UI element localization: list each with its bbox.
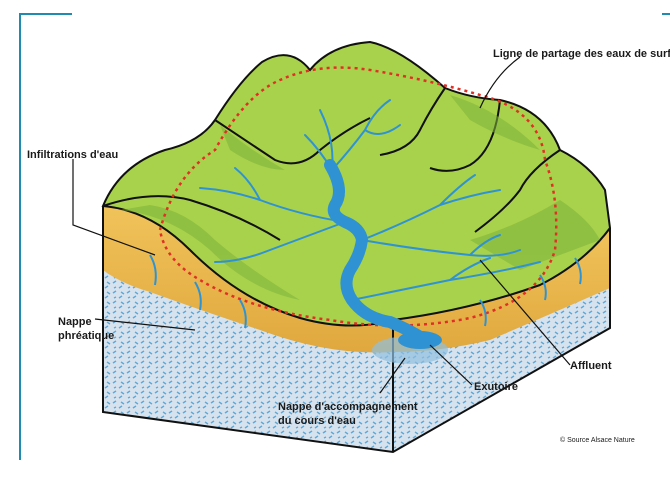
outlet-pool	[398, 331, 442, 349]
label-tributary: Affluent	[570, 360, 612, 372]
label-alluvial-1: Nappe d'accompagnement	[278, 401, 418, 413]
label-water-table-2: phréatique	[58, 330, 114, 342]
label-water-table-1: Nappe	[58, 316, 92, 328]
label-infiltration: Infiltrations d'eau	[27, 149, 118, 161]
label-credit: © Source Alsace Nature	[560, 436, 635, 444]
label-watershed: Ligne de partage des eaux de surface	[493, 48, 670, 60]
label-alluvial-2: du cours d'eau	[278, 415, 356, 427]
label-outlet: Exutoire	[474, 381, 518, 393]
